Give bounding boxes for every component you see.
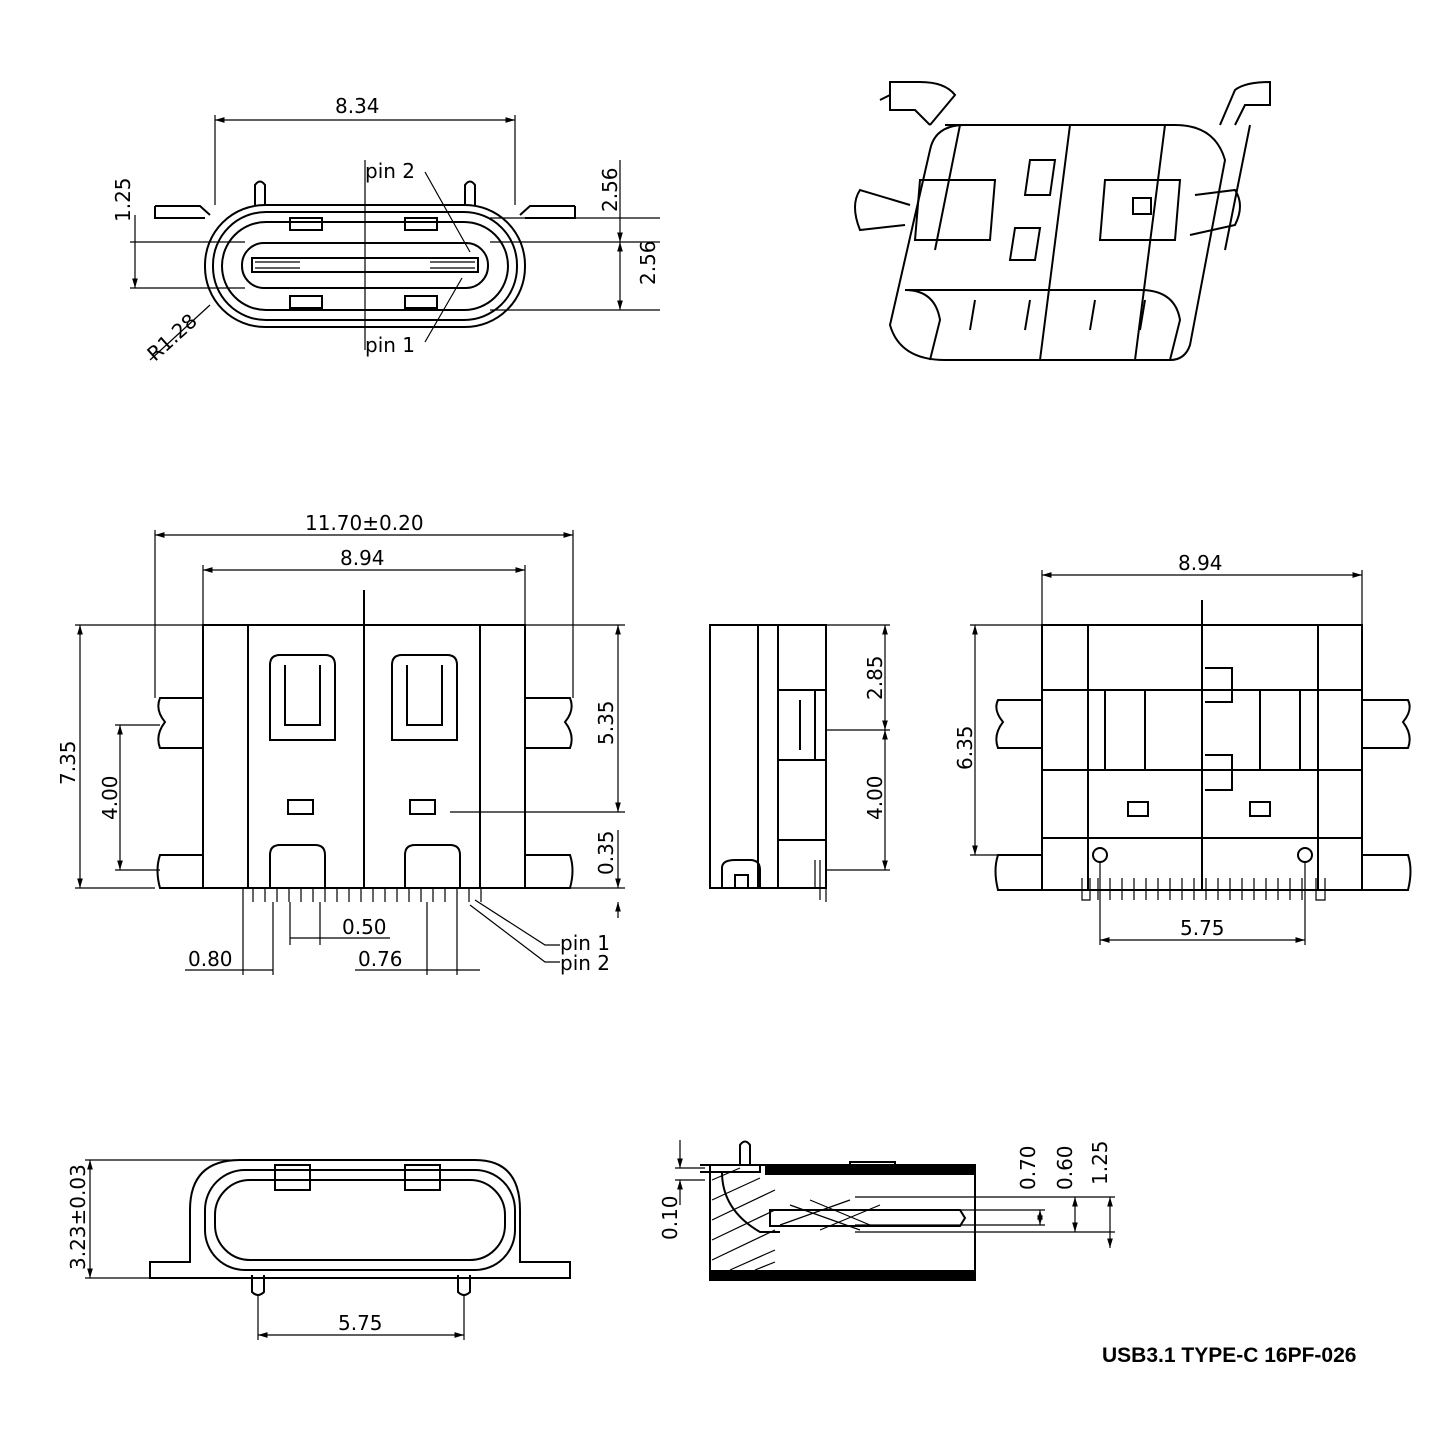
- dim-body-length: 5.35: [594, 700, 618, 745]
- front-view: 8.34 pin 2 pin 1 1.25 2.56 2.56 R1.28: [111, 94, 660, 366]
- dim-bottom-length: 6.35: [953, 725, 977, 770]
- dim-overall-width: 11.70±0.20: [305, 511, 424, 535]
- dim-bottom-width: 8.94: [1178, 551, 1223, 575]
- dim-body-width: 8.94: [340, 546, 385, 570]
- side-view: 2.85 4.00: [709, 624, 890, 902]
- dim-bottom-peg-pitch: 5.75: [1180, 916, 1225, 940]
- dim-side-lower: 4.00: [863, 775, 887, 820]
- bottom-view: 8.94 6.35 5.75: [953, 551, 1412, 945]
- dim-rear-height: 3.23±0.03: [66, 1164, 90, 1270]
- dim-side-upper: 2.85: [863, 655, 887, 700]
- pin1-label: pin 1: [365, 333, 415, 357]
- dim-tab-pitch: 4.00: [98, 775, 122, 820]
- dim-edge-to-pin: 0.80: [188, 947, 233, 971]
- dim-pin-gap: 0.76: [358, 947, 403, 971]
- dim-pin-pitch: 0.50: [342, 915, 387, 939]
- dim-pin-offset: 0.35: [594, 830, 618, 875]
- drawing-title: USB3.1 TYPE-C 16PF-026: [1102, 1344, 1356, 1367]
- dim-overall-length: 7.35: [56, 740, 80, 785]
- dim-tab-height: 1.25: [111, 177, 135, 222]
- pin2-callout: pin 2: [560, 951, 610, 975]
- dim-section-offset: 0.10: [658, 1195, 682, 1240]
- dim-section-d2: 0.60: [1053, 1145, 1077, 1190]
- dim-section-d1: 0.70: [1016, 1145, 1040, 1190]
- dim-lower-height: 2.56: [636, 240, 660, 285]
- dim-front-width: 8.34: [335, 94, 380, 118]
- dim-section-d3: 1.25: [1088, 1140, 1112, 1185]
- isometric-view: [854, 80, 1271, 361]
- section-view: 0.10 0.70 0.60 1.25: [658, 1140, 1115, 1281]
- dim-radius: R1.28: [142, 309, 201, 366]
- dim-rear-peg-pitch: 5.75: [338, 1311, 383, 1335]
- top-view: 11.70±0.20 8.94 7.35 4.00 5.35 0.35 0.50…: [56, 511, 625, 975]
- pin2-label: pin 2: [365, 159, 415, 183]
- rear-view: 3.23±0.03 5.75: [66, 1159, 571, 1340]
- pin1-callout: pin 1: [560, 931, 610, 955]
- dim-upper-height: 2.56: [598, 167, 622, 212]
